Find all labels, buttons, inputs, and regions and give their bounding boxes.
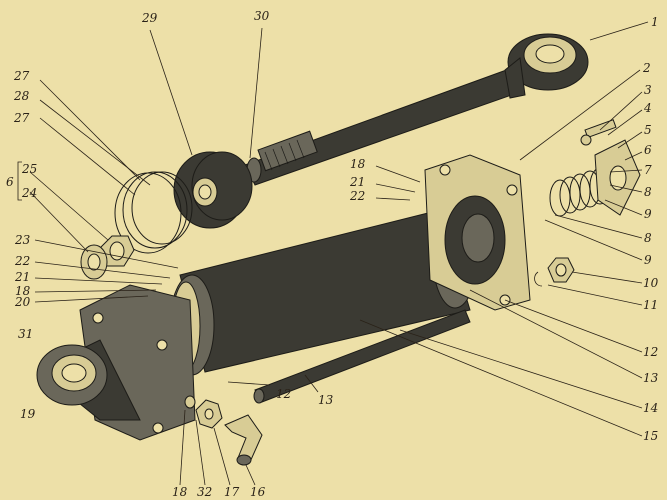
label-23: 23	[14, 233, 31, 247]
label-11: 11	[643, 298, 658, 312]
leader-lines	[29, 21, 649, 486]
small-bolt	[580, 119, 617, 146]
part-number-labels: 1 2 3 4 5 6 7 8 9 8 9 10 11 12 13 14 15 …	[6, 9, 659, 499]
label-4: 4	[643, 101, 652, 115]
label-21-lower: 21	[14, 270, 30, 284]
label-31: 31	[18, 327, 33, 341]
label-2: 2	[642, 61, 651, 75]
label-9-upper: 9	[644, 207, 652, 221]
label-13-lower: 13	[318, 393, 334, 407]
label-27-upper: 27	[13, 69, 30, 83]
label-24: 24	[21, 186, 37, 200]
hydraulic-fittings	[184, 395, 263, 466]
label-28: 28	[13, 89, 30, 103]
tie-rod	[253, 309, 471, 404]
front-head-flange	[424, 154, 531, 311]
label-22-lower: 22	[14, 254, 30, 268]
label-19: 19	[20, 407, 36, 421]
label-29: 29	[141, 11, 158, 25]
label-20: 20	[14, 295, 31, 309]
label-32: 32	[197, 485, 212, 499]
label-13-right: 13	[643, 371, 659, 385]
label-16: 16	[250, 485, 266, 499]
label-22-upper: 22	[349, 189, 365, 203]
label-12-right: 12	[643, 345, 658, 359]
label-27-lower: 27	[13, 111, 30, 125]
label-10: 10	[643, 276, 659, 290]
label-21-upper: 21	[349, 175, 365, 189]
piston-rings	[114, 171, 193, 254]
nut-and-clip	[534, 257, 575, 287]
label-9-lower: 9	[644, 253, 652, 267]
label-5: 5	[644, 123, 652, 137]
label-18-upper: 18	[350, 157, 366, 171]
nut-and-washer	[80, 235, 135, 280]
label-15: 15	[643, 429, 658, 443]
group-bracket-6	[17, 161, 22, 201]
label-8-upper: 8	[644, 185, 652, 199]
label-3: 3	[644, 83, 652, 97]
label-12-lower: 12	[276, 387, 291, 401]
label-1: 1	[651, 15, 659, 29]
label-30: 30	[254, 9, 270, 23]
piston-part	[173, 151, 253, 229]
label-18-left: 18	[15, 284, 31, 298]
label-14: 14	[643, 401, 658, 415]
rear-head-mount	[36, 284, 196, 441]
label-17: 17	[224, 485, 240, 499]
label-18-bottom: 18	[172, 485, 188, 499]
label-8-lower: 8	[644, 231, 652, 245]
label-25: 25	[21, 162, 37, 176]
label-6-left: 6	[6, 175, 14, 189]
piston-rod-part	[244, 33, 589, 186]
label-6-right: 6	[644, 143, 652, 157]
label-7: 7	[644, 163, 652, 177]
spring-assembly	[549, 139, 641, 217]
rod-thread	[257, 130, 318, 172]
